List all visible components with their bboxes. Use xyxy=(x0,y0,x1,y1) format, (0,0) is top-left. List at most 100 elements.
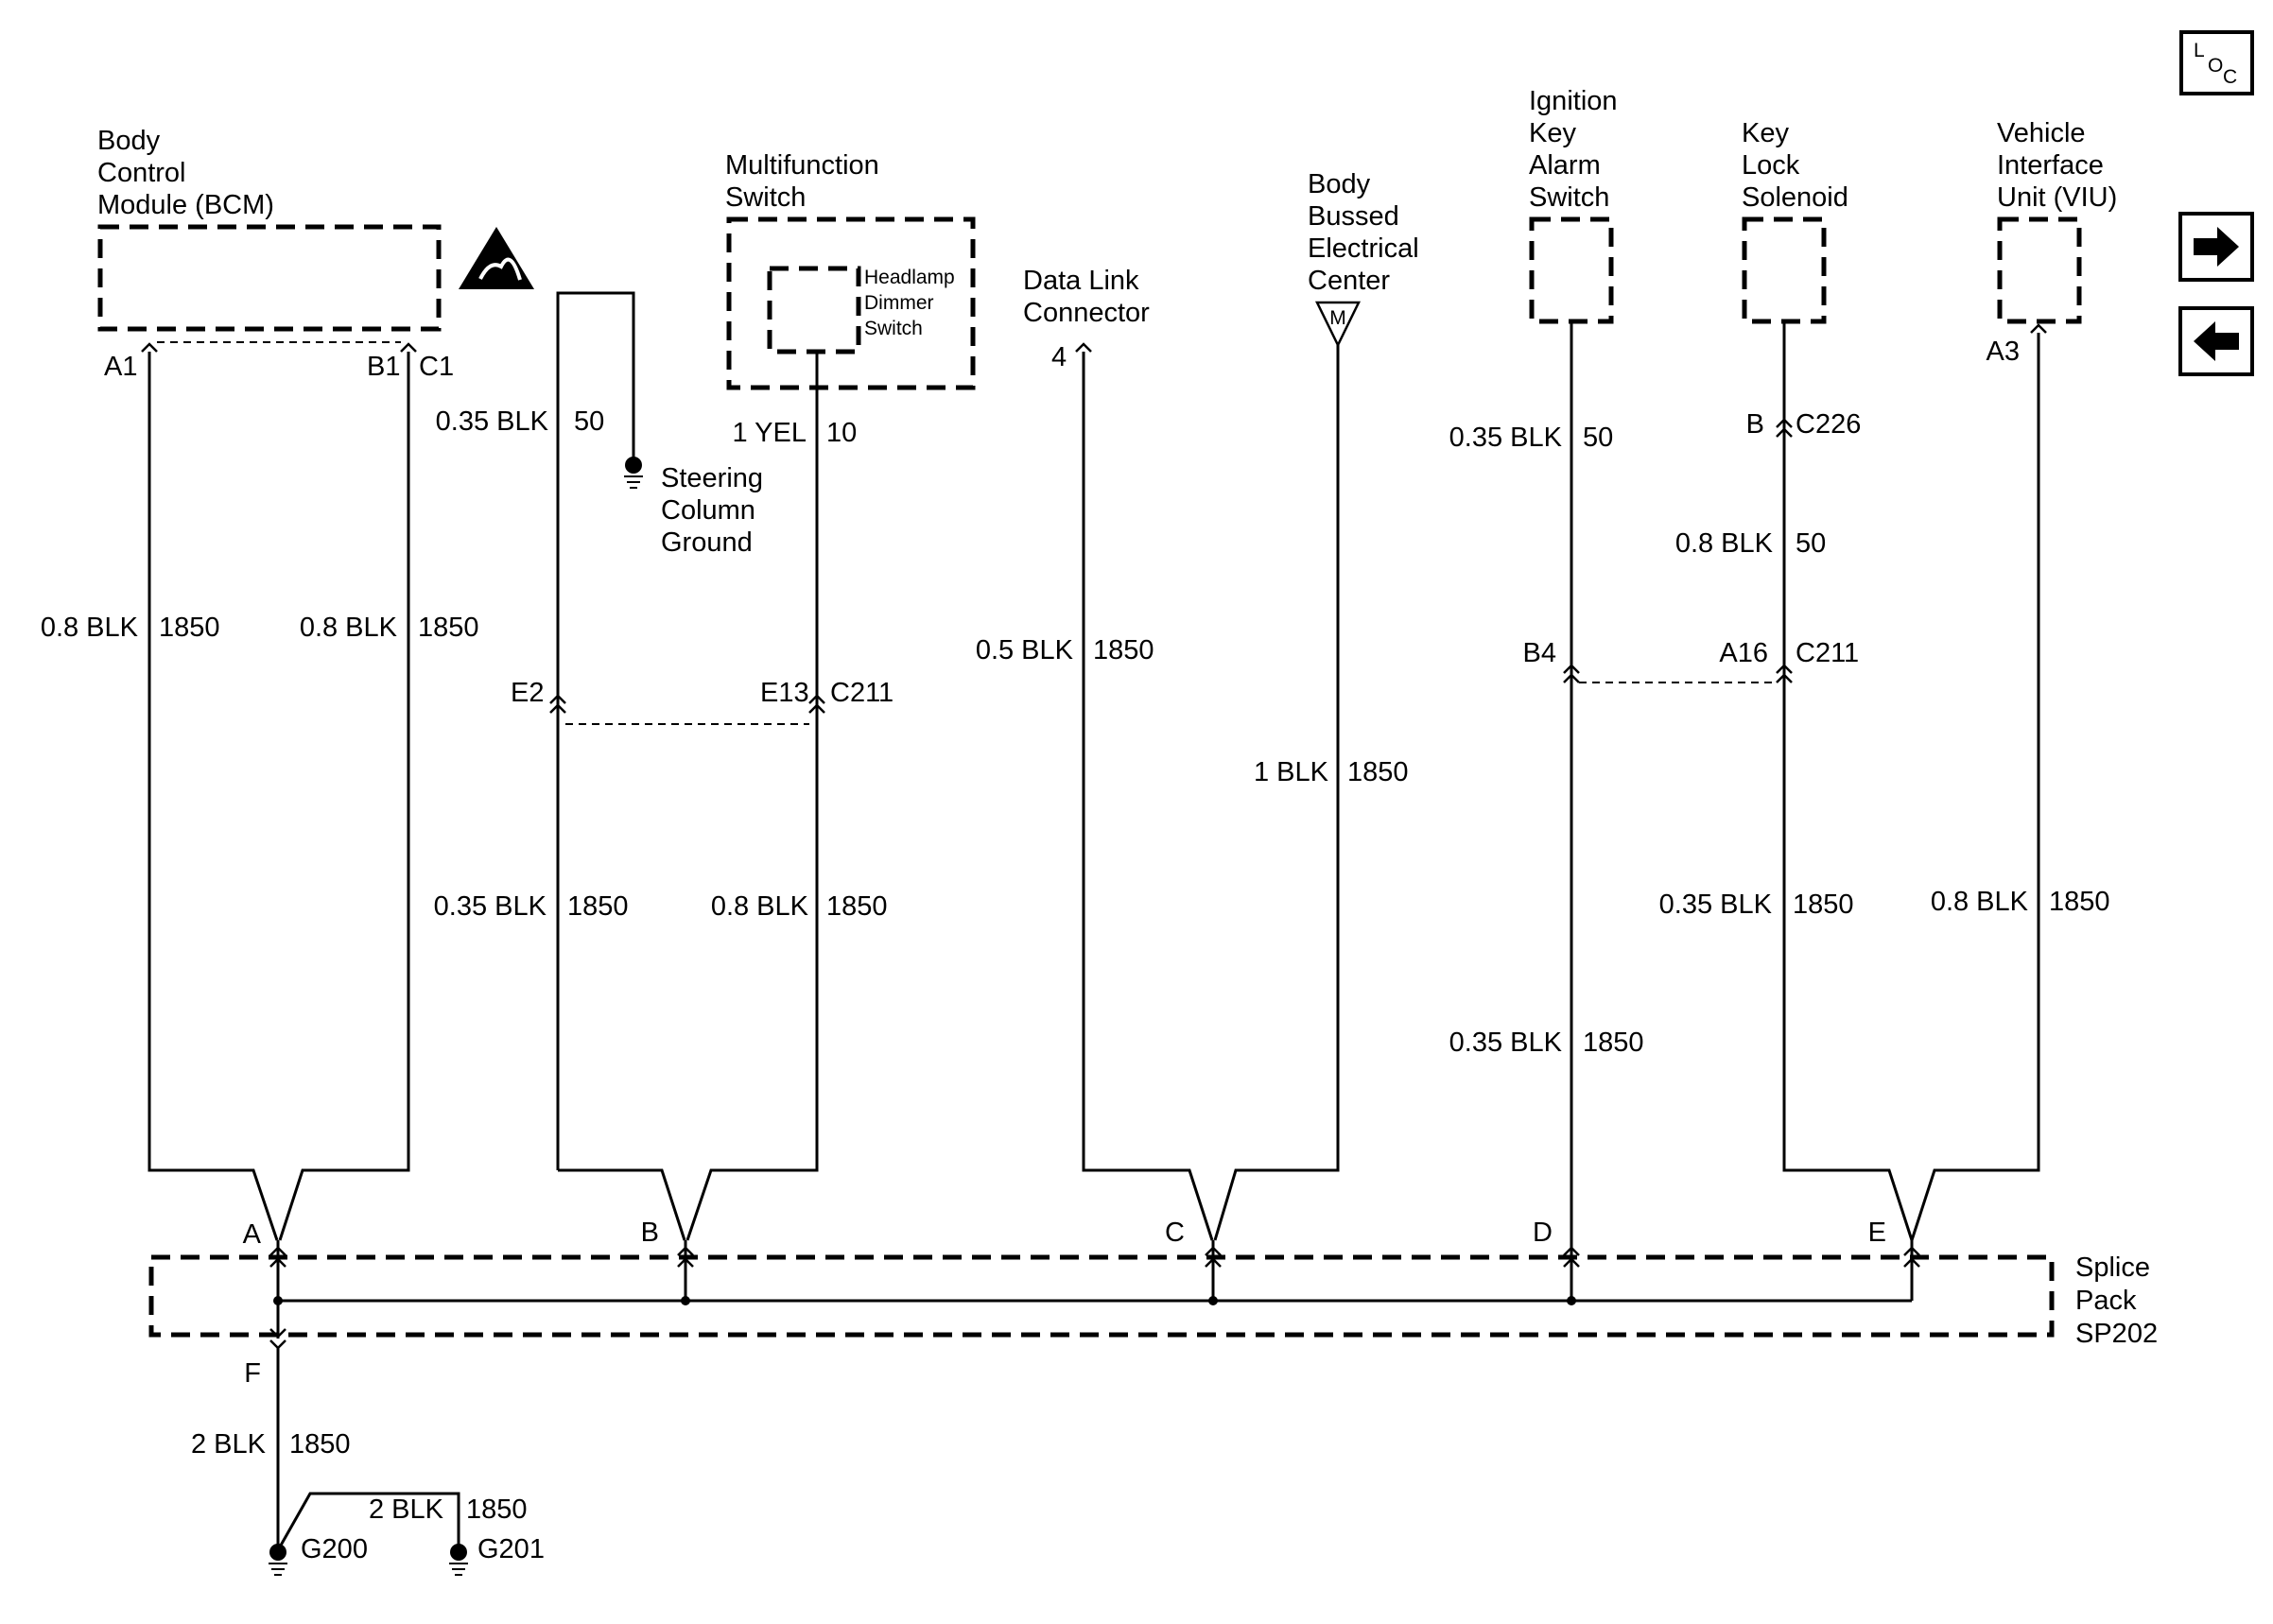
right-arrow-icon xyxy=(2194,227,2239,267)
wire-ign-lower-size: 0.35 BLK xyxy=(1449,1028,1563,1058)
wire-mfs-upper-circuit: 10 xyxy=(826,418,857,448)
pin-e2: E2 xyxy=(511,678,544,708)
pin-b4: B4 xyxy=(1523,638,1556,668)
splice-pack-sp202: Splice Pack SP202 A B C D E F xyxy=(148,1218,2158,1389)
bcm-component: Body Control Module (BCM) xyxy=(97,126,442,332)
ignition-label-line3: Alarm xyxy=(1529,150,1601,181)
bcm-b1-connector xyxy=(400,342,417,353)
pin-c1: C1 xyxy=(419,352,454,382)
left-arrow-icon xyxy=(2194,321,2239,361)
c226-connector xyxy=(1776,418,1793,438)
wire-kls-lower-size: 0.35 BLK xyxy=(1659,890,1773,920)
key-lock-solenoid: Key Lock Solenoid xyxy=(1742,118,1848,324)
wire-kls-upper-size: 0.8 BLK xyxy=(1675,528,1774,559)
ignition-key-alarm-switch: Ignition Key Alarm Switch xyxy=(1529,86,1618,324)
e13-connector xyxy=(808,694,825,714)
wire-bcm-b1-circuit: 1850 xyxy=(418,613,479,643)
headlamp-label-line1: Headlamp xyxy=(864,267,955,288)
splice-e: E xyxy=(1868,1218,1886,1248)
bcm-label-line1: Body xyxy=(97,126,161,156)
wire-bcm-b1: 0.8 BLK 1850 xyxy=(278,352,479,1241)
bcm-label-line2: Control xyxy=(97,158,186,188)
wire-bbec-circuit: 1850 xyxy=(1347,757,1409,787)
splice-label-line3: SP202 xyxy=(2075,1319,2158,1349)
bbec-mark: M xyxy=(1329,307,1346,329)
multifunction-label-line2: Switch xyxy=(725,182,806,213)
wire-splice-f-circuit: 1850 xyxy=(289,1429,351,1460)
wire-ign-upper-circuit: 50 xyxy=(1583,423,1613,453)
wire-bbec-size: 1 BLK xyxy=(1254,757,1329,787)
pin-c211-right: C211 xyxy=(1796,638,1859,668)
wire-steer-upper-size: 0.35 BLK xyxy=(436,406,549,437)
wire-viu: A3 0.8 BLK 1850 xyxy=(1910,323,2110,1241)
e2-connector xyxy=(549,694,566,714)
ignition-label-line2: Key xyxy=(1529,118,1576,148)
a16-connector xyxy=(1776,664,1793,683)
pin-a16: A16 xyxy=(1719,638,1768,668)
dlc-label-line1: Data Link xyxy=(1023,266,1139,296)
bcm-label-line3: Module (BCM) xyxy=(97,190,274,220)
wire-ign-lower-circuit: 1850 xyxy=(1583,1028,1644,1058)
bbec-label-line2: Bussed xyxy=(1308,201,1399,232)
steering-ground-line1: Steering xyxy=(661,463,763,493)
wire-kls-upper-circuit: 50 xyxy=(1796,528,1826,559)
steering-ground-line2: Column xyxy=(661,495,755,526)
wire-steer-lower-circuit: 1850 xyxy=(567,891,629,922)
multifunction-switch: Multifunction Switch Headlamp Dimmer Swi… xyxy=(725,150,976,390)
loc-letter-o: O xyxy=(2208,55,2223,77)
splice-label-line1: Splice xyxy=(2075,1253,2150,1283)
ground-g201: G201 xyxy=(477,1534,545,1564)
pin-c211: C211 xyxy=(830,678,894,708)
ground-wires: 2 BLK 1850 2 BLK 1850 G200 G201 xyxy=(191,1348,545,1576)
wire-bcm-a1-size: 0.8 BLK xyxy=(41,613,139,643)
multifunction-label-line1: Multifunction xyxy=(725,150,879,181)
viu-label-line1: Vehicle xyxy=(1997,118,2086,148)
vehicle-interface-unit: Vehicle Interface Unit (VIU) xyxy=(1997,118,2117,324)
keylock-label-line3: Solenoid xyxy=(1742,182,1848,213)
wire-steer-upper-circuit: 50 xyxy=(574,406,604,437)
wire-dlc-size: 0.5 BLK xyxy=(976,635,1074,665)
wire-dlc-circuit: 1850 xyxy=(1093,635,1154,665)
data-link-connector: Data Link Connector xyxy=(1023,266,1150,328)
loc-letter-c: C xyxy=(2223,66,2237,88)
wire-viu-circuit: 1850 xyxy=(2049,887,2110,917)
body-bussed-electrical-center: Body Bussed Electrical Center M xyxy=(1308,169,1419,348)
splice-f: F xyxy=(244,1358,261,1389)
wire-steering-ground: 0.35 BLK 50 Steering Column Ground 0.35 … xyxy=(434,291,763,1170)
wire-splice-f-size: 2 BLK xyxy=(191,1429,267,1460)
wire-bbec: 1 BLK 1850 xyxy=(1213,345,1409,1241)
wire-g201-circuit: 1850 xyxy=(466,1494,528,1525)
wire-viu-size: 0.8 BLK xyxy=(1931,887,2029,917)
esd-warning-icon xyxy=(459,227,534,289)
headlamp-label-line2: Dimmer xyxy=(864,292,934,314)
wire-bcm-a1: 0.8 BLK 1850 xyxy=(41,352,279,1241)
wire-ignition: 0.35 BLK 50 0.35 BLK 1850 xyxy=(1449,321,1644,1240)
forward-button[interactable] xyxy=(2178,212,2254,282)
dlc-label-line2: Connector xyxy=(1023,298,1150,328)
wire-ign-upper-size: 0.35 BLK xyxy=(1449,423,1563,453)
pin-a1: A1 xyxy=(104,352,137,382)
bcm-a1-connector xyxy=(141,342,158,353)
wire-mfs-lower-size: 0.8 BLK xyxy=(711,891,809,922)
pin-dlc-4: 4 xyxy=(1051,342,1067,372)
bbec-label-line1: Body xyxy=(1308,169,1371,199)
wire-mfs-upper-size: 1 YEL xyxy=(733,418,807,448)
loc-button[interactable]: L O C xyxy=(2179,30,2254,95)
pin-c226: C226 xyxy=(1796,409,1861,440)
wire-g201-size: 2 BLK xyxy=(369,1494,444,1525)
splice-d: D xyxy=(1533,1218,1553,1248)
pin-b: B xyxy=(1746,409,1764,440)
wire-multifunction: 1 YEL 10 0.8 BLK 1850 xyxy=(558,352,888,1241)
wire-kls-lower-circuit: 1850 xyxy=(1793,890,1854,920)
wire-keylock: B C226 0.8 BLK 50 0.35 BLK 1850 xyxy=(1659,321,1914,1241)
wire-bcm-b1-size: 0.8 BLK xyxy=(300,613,398,643)
viu-label-line3: Unit (VIU) xyxy=(1997,182,2117,213)
ground-g200: G200 xyxy=(301,1534,368,1564)
wire-mfs-lower-circuit: 1850 xyxy=(826,891,888,922)
wire-dlc: 4 0.5 BLK 1850 xyxy=(976,342,1214,1241)
viu-label-line2: Interface xyxy=(1997,150,2104,181)
wire-bcm-a1-circuit: 1850 xyxy=(159,613,220,643)
back-button[interactable] xyxy=(2178,306,2254,376)
bbec-label-line3: Electrical xyxy=(1308,233,1419,264)
